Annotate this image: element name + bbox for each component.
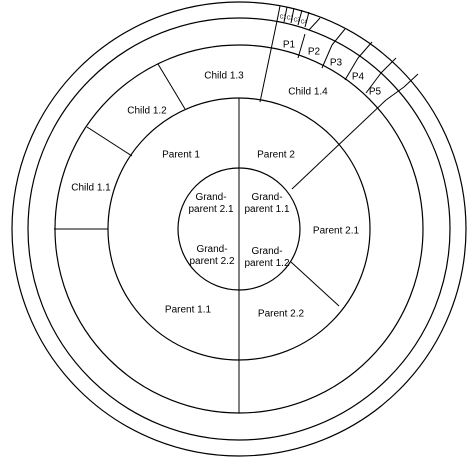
- label-parent-1-1: Parent 1.1: [165, 305, 212, 316]
- label-child-1-1: Child 1.1: [71, 183, 111, 194]
- label-child-1-4: Child 1.4: [288, 87, 328, 98]
- label-p5: P5: [369, 87, 382, 98]
- divider-p2-p3: [321, 44, 333, 69]
- label-child-1-2: Child 1.2: [127, 106, 167, 117]
- divider-c2-c3: [290, 7, 295, 24]
- divider-p-ring-outer-extension-2: [331, 28, 346, 46]
- label-grandparent-2-1: Grand-parent 2.1: [188, 192, 233, 215]
- divider-child13-child14: [259, 20, 278, 103]
- label-p4: P4: [352, 72, 365, 83]
- label-child-1-3: Child 1.3: [204, 71, 244, 82]
- label-parent-2: Parent 2: [257, 150, 295, 161]
- label-parent-1: Parent 1: [162, 150, 200, 161]
- label-c1: C1: [280, 14, 287, 20]
- label-parent-2-2: Parent 2.2: [258, 309, 305, 320]
- divider-parent21-parent22: [290, 261, 340, 307]
- divider-parent2-parent21: [291, 99, 387, 190]
- divider-child12-child13: [157, 63, 186, 110]
- divider-p4-p5: [365, 72, 382, 94]
- label-p1: P1: [283, 40, 296, 51]
- divider-p-ring-outer-extension-4: [380, 57, 397, 74]
- divider-c1-c2: [283, 6, 288, 23]
- ring-grandchildren: [27, 17, 451, 441]
- divider-p-ring-outer-extension-5: [403, 73, 419, 88]
- divider-c-start: [276, 5, 281, 22]
- divider-child11-child12: [86, 126, 133, 157]
- label-c2: C2: [287, 15, 294, 21]
- divider-p-ring-outer-extension: [308, 17, 321, 31]
- label-p2: P2: [308, 47, 321, 58]
- label-c4: C4: [301, 19, 308, 25]
- label-c3: C3: [294, 17, 301, 23]
- divider-p1-p2: [297, 33, 306, 59]
- label-grandparent-1-2: Grand-parent 1.2: [244, 246, 289, 269]
- ring-outer-great-grandchildren: [11, 1, 467, 457]
- label-grandparent-2-2: Grand-parent 2.2: [189, 244, 234, 267]
- divider-c4-end: [304, 11, 310, 28]
- label-p3: P3: [330, 58, 343, 69]
- divider-p-ring-outer-extension-3: [357, 41, 373, 59]
- divider-p3-p4: [344, 57, 359, 81]
- label-parent-2-1: Parent 2.1: [313, 226, 360, 237]
- divider-c3-c4: [297, 9, 303, 26]
- label-grandparent-1-1: Grand-parent 1.1: [244, 192, 289, 215]
- divider-p5-end: [385, 86, 405, 101]
